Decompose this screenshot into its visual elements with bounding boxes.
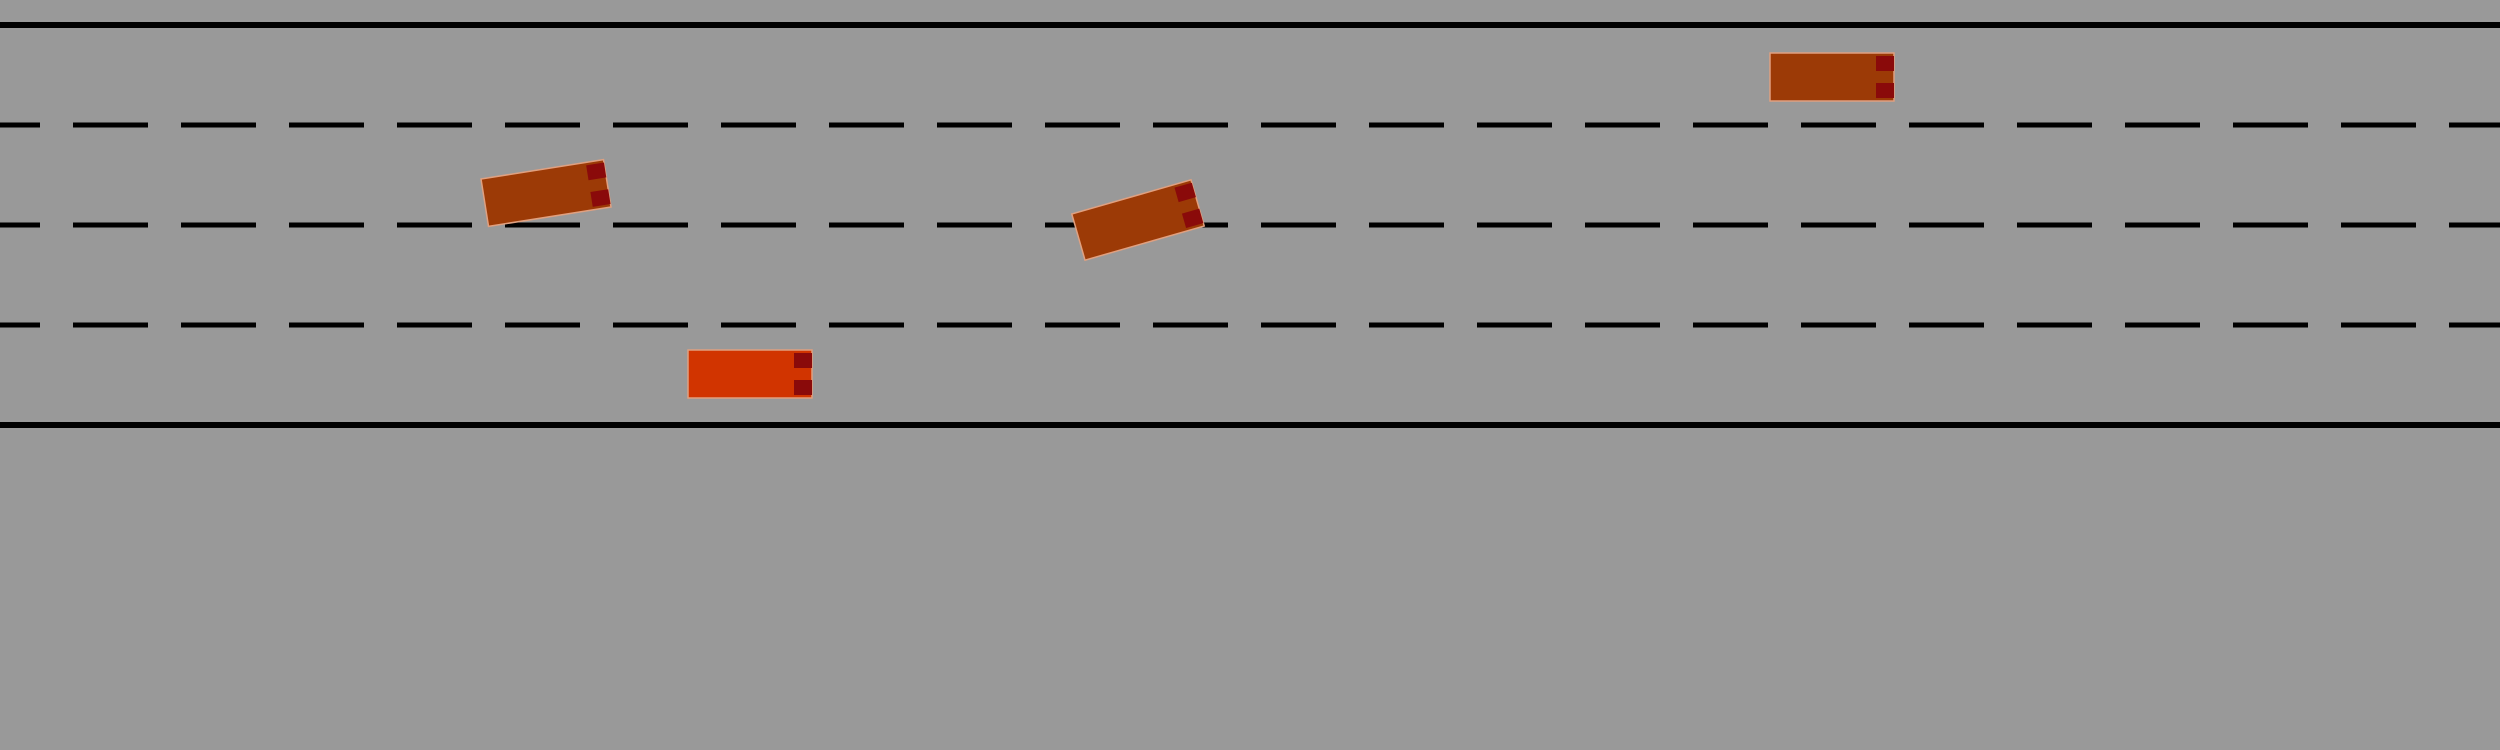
- other-vehicle: [1769, 52, 1895, 102]
- other-vehicle: [1070, 178, 1206, 262]
- vehicle-body: [687, 349, 813, 399]
- headlight-right: [1876, 83, 1894, 98]
- headlight-left: [1876, 56, 1894, 71]
- headlight-left: [1174, 182, 1196, 203]
- headlight-left: [586, 162, 607, 181]
- headlight-left: [794, 353, 812, 368]
- headlight-right: [590, 189, 611, 207]
- ego-vehicle: [687, 349, 813, 399]
- headlight-right: [1181, 208, 1204, 229]
- vehicle-body: [1769, 52, 1895, 102]
- vehicle-body: [1070, 178, 1206, 262]
- vehicle-body: [480, 158, 612, 228]
- headlight-right: [794, 380, 812, 395]
- other-vehicle: [480, 158, 612, 228]
